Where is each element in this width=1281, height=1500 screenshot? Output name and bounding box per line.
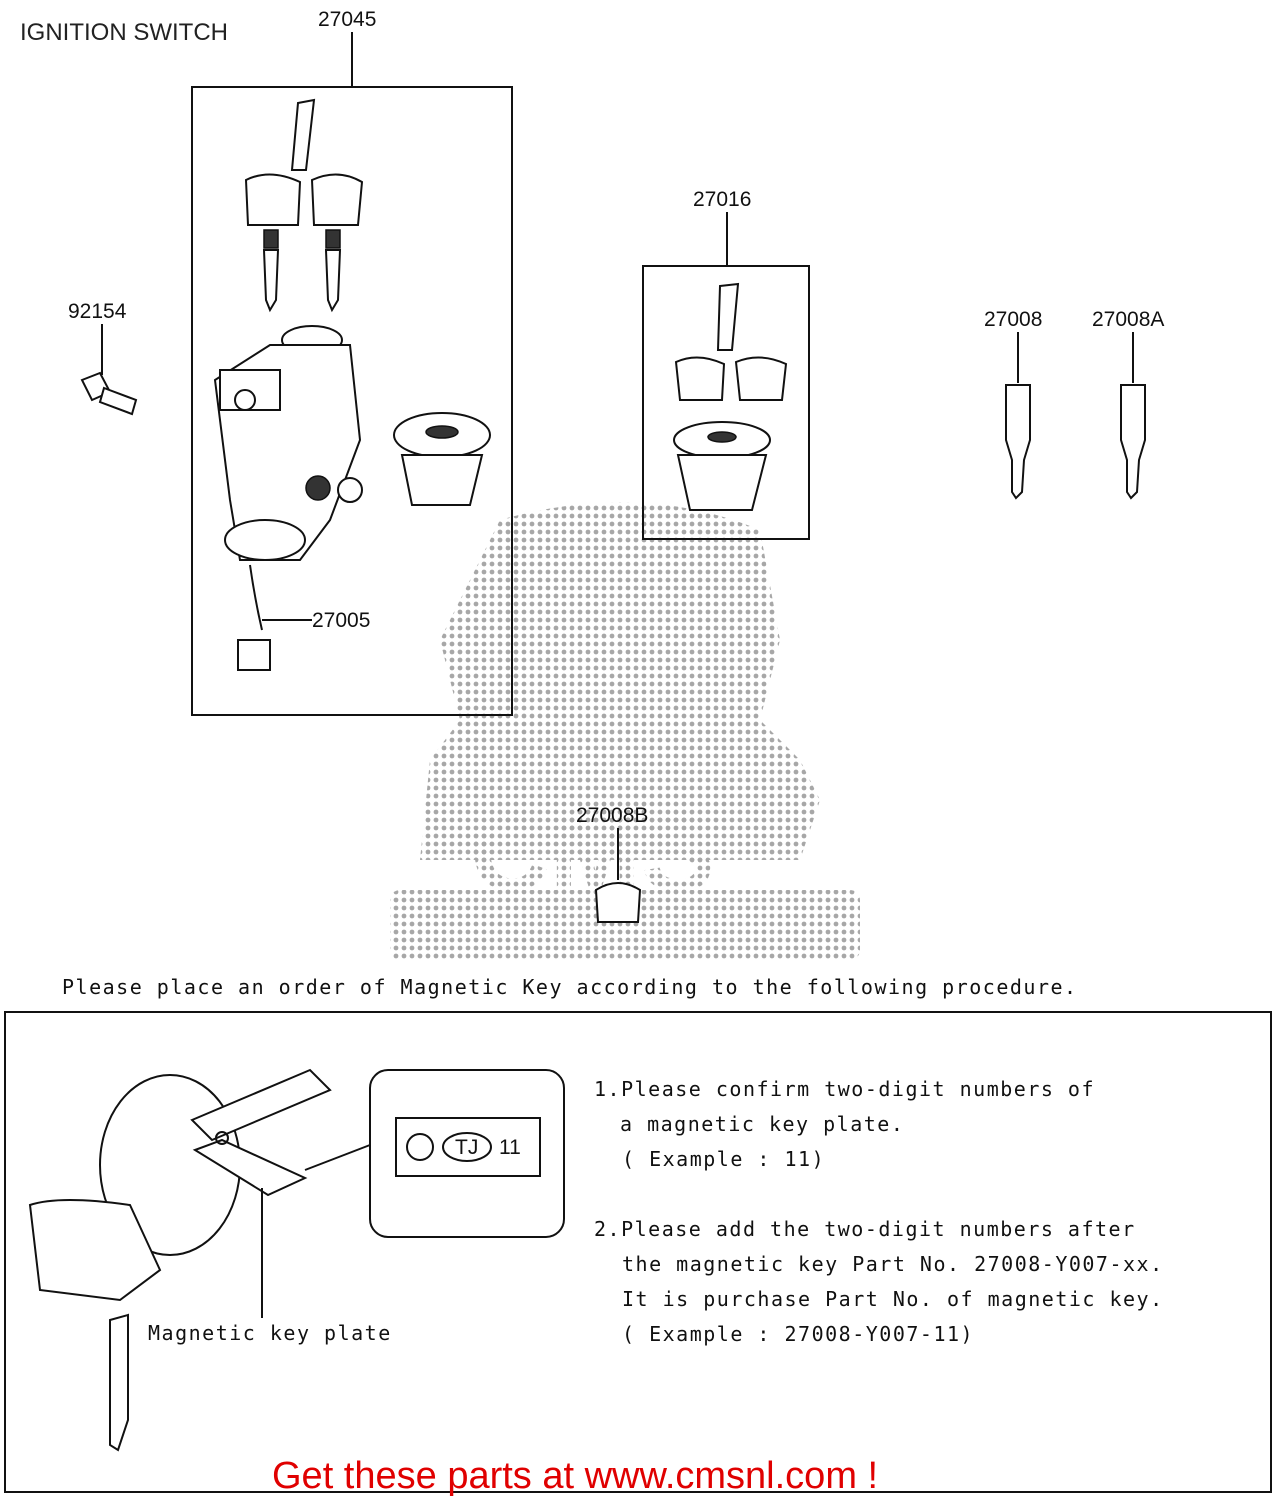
step1-line2: a magnetic key plate. (620, 1112, 904, 1136)
plate-number: 11 (499, 1136, 521, 1159)
plate-caption: Magnetic key plate (148, 1321, 392, 1345)
callout-27008A: 27008A (1092, 308, 1164, 331)
step2-line1: 2.Please add the two-digit numbers after (594, 1217, 1136, 1241)
step1-line3: ( Example : 11) (622, 1147, 825, 1171)
step1-line1: 1.Please confirm two-digit numbers of (594, 1077, 1095, 1101)
callout-27008: 27008 (984, 308, 1042, 331)
step2-line3: It is purchase Part No. of magnetic key. (622, 1287, 1164, 1311)
bolt-92154 (80, 371, 138, 416)
watermark-logo: CMS (390, 502, 860, 960)
callout-27005: 27005 (312, 609, 370, 632)
cap-lock-27016 (673, 421, 771, 511)
order-notice: Please place an order of Magnetic Key ac… (62, 975, 1078, 999)
key-with-plate-illustration (28, 1068, 371, 1452)
step2-line2: the magnetic key Part No. 27008-Y007-xx. (622, 1252, 1164, 1276)
key-27008 (1005, 384, 1031, 500)
plate-zoom-frame (369, 1069, 565, 1238)
key-27008A (1120, 384, 1146, 500)
key-pair-27045 (244, 98, 364, 313)
callout-92154: 92154 (68, 300, 127, 323)
step2-line4: ( Example : 27008-Y007-11) (622, 1322, 974, 1346)
plate-hole-icon (406, 1133, 434, 1161)
svg-text:CMS: CMS (470, 791, 714, 914)
callout-27008B: 27008B (576, 804, 648, 827)
key-pair-27016 (674, 282, 788, 401)
instructions: 1.Please confirm two-digit numbers of a … (594, 1077, 1164, 1346)
plate-code-oval (442, 1132, 492, 1162)
page-title: IGNITION SWITCH (20, 19, 228, 46)
procedure-box (4, 1011, 1272, 1493)
key-head-27008B (594, 882, 642, 923)
shop-link[interactable]: Get these parts at www.cmsnl.com ! (272, 1455, 878, 1497)
plate-zoom (395, 1117, 541, 1177)
callout-27045: 27045 (318, 8, 376, 31)
callout-27016: 27016 (693, 188, 751, 211)
cap-lock-27045 (393, 412, 491, 506)
ignition-switch-27005 (213, 325, 363, 671)
plate-code: TJ (455, 1136, 478, 1159)
